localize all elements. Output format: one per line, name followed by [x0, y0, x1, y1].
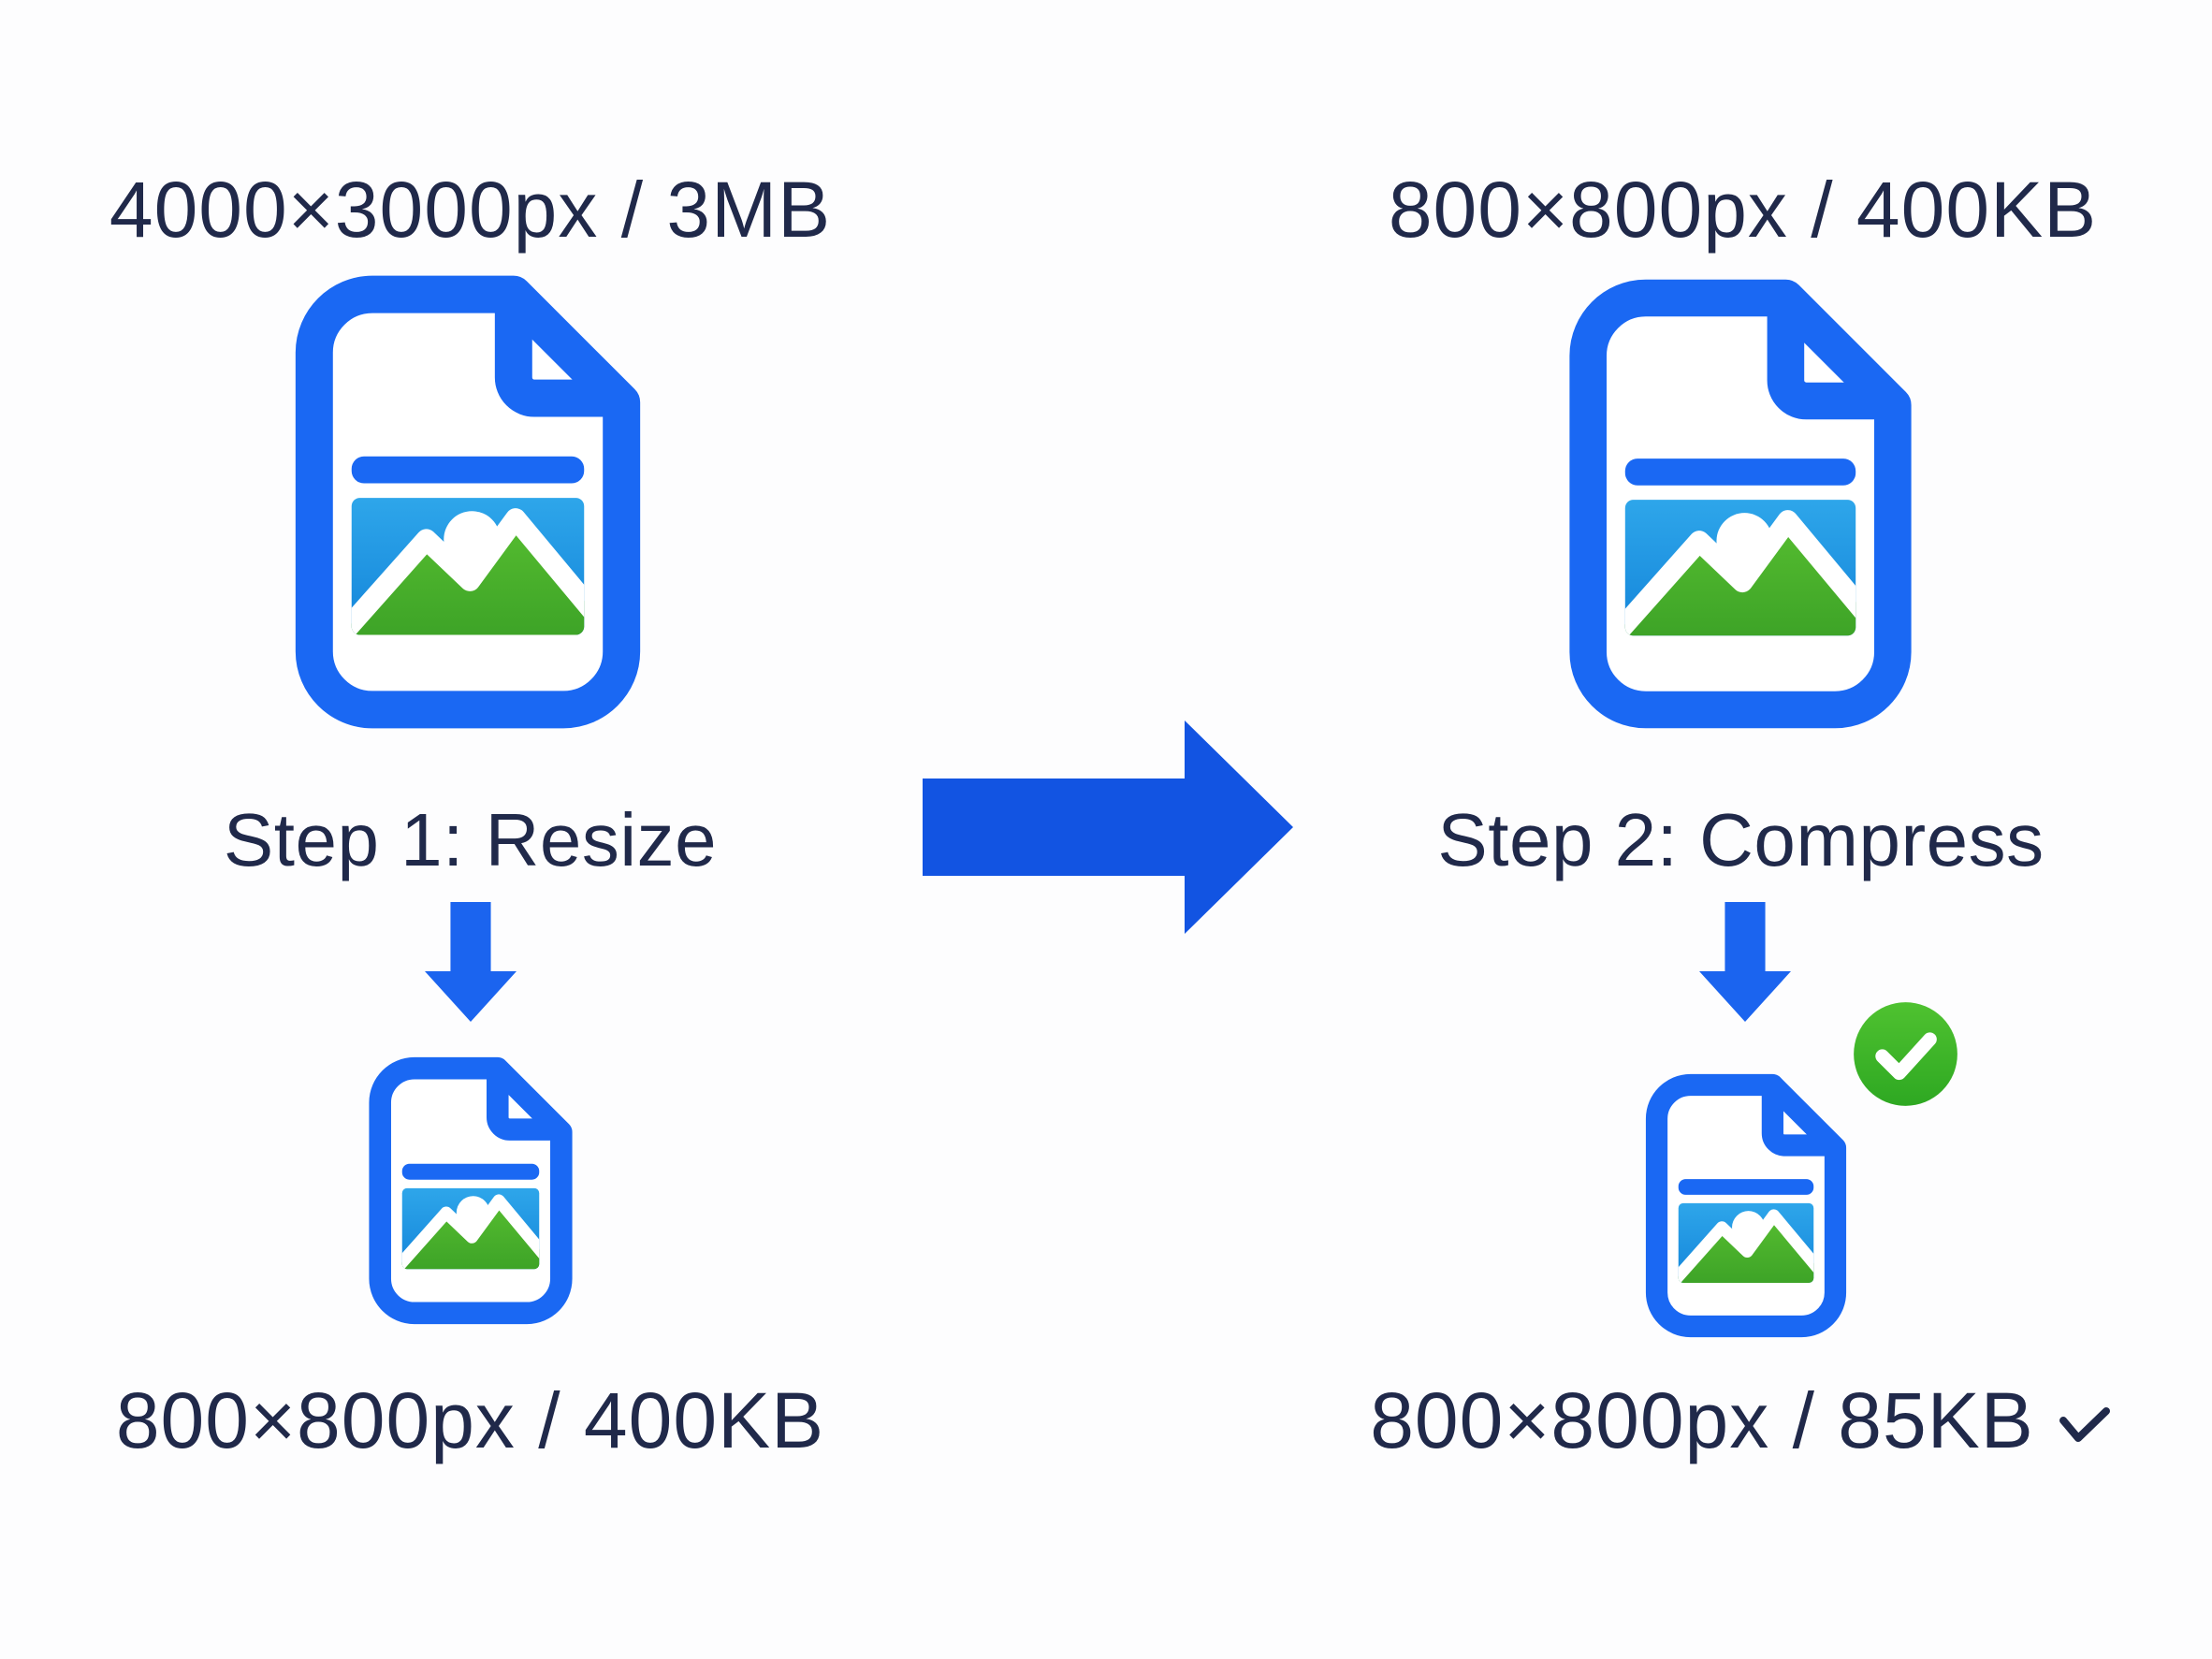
resized-size-label: 800×800px / 400KB — [115, 1376, 825, 1464]
step2-label: Step 2: Compress — [1437, 798, 2045, 881]
resized-size-label-right: 800×800px / 400KB — [1388, 166, 2098, 254]
image-file-icon — [260, 269, 676, 735]
image-file-icon — [1535, 273, 1946, 735]
image-file-icon — [348, 1054, 593, 1328]
down-arrow-icon — [425, 902, 517, 1022]
right-arrow-icon — [923, 719, 1293, 936]
compressed-size-text: 800×800px / 85KB — [1370, 1376, 2034, 1464]
source-size-label: 4000×3000px / 3MB — [109, 166, 832, 254]
step1-label: Step 1: Resize — [223, 798, 718, 881]
check-badge-icon — [1853, 1001, 1958, 1107]
check-chevron-icon — [2059, 1407, 2110, 1443]
image-file-icon — [1625, 1070, 1867, 1341]
compressed-size-label: 800×800px / 85KB — [1329, 1375, 2152, 1466]
down-arrow-icon — [1699, 902, 1791, 1022]
